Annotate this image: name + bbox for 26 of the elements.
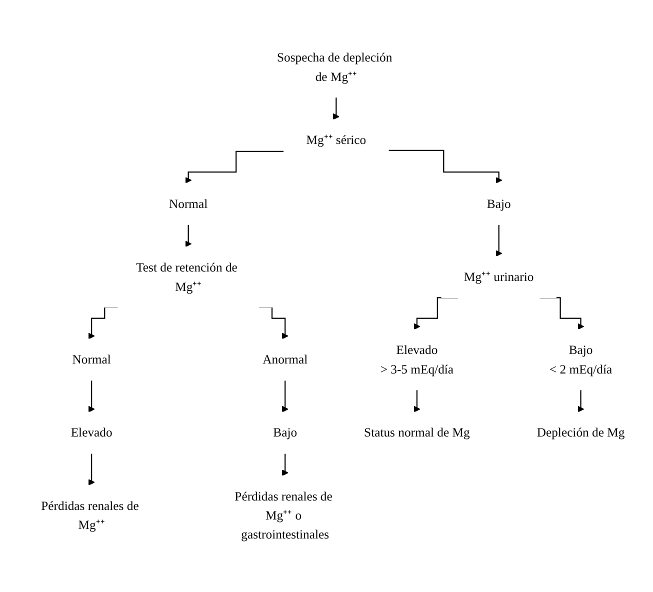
node-text: Mg⁺⁺ sérico <box>306 132 366 148</box>
node-text: Pérdidas renales de Mg⁺⁺ o gastrointestinales <box>234 489 332 542</box>
arrow <box>88 452 95 486</box>
node-text: Normal <box>72 352 111 367</box>
arrow <box>185 150 284 184</box>
arrow <box>578 389 584 412</box>
arrow <box>282 380 288 412</box>
node-text: Sospecha de depleción de Mg⁺⁺ <box>276 50 392 84</box>
arrow <box>388 150 502 184</box>
arrow <box>414 389 420 412</box>
arrow <box>496 224 502 257</box>
arrow <box>282 452 288 476</box>
node-text: Bajo <box>486 196 511 211</box>
arrow <box>88 380 95 412</box>
flowchart: Sospecha de depleción de Mg⁺⁺ Mg⁺⁺ sérico Normal Bajo Test de retención de Mg⁺⁺ Mg⁺⁺ urinario Normal Anormal Elevado > 3-5 mEq/día Bajo < 2 mEq/día Elevado Bajo Status normal de Mg Depleción de Mg Pérdidas renales de Mg⁺⁺ Pérdidas renales de Mg⁺⁺ o gastrointestinales <box>0 31 653 561</box>
node-text: Depleción de Mg <box>536 426 625 440</box>
node-text: Pérdidas renales de Mg⁺⁺ <box>41 498 139 532</box>
node-text: Anormal <box>262 352 308 367</box>
node-text: Elevado <box>70 426 112 440</box>
arrow <box>185 224 192 248</box>
node-text: Status normal de Mg <box>364 426 470 440</box>
node-text: Elevado > 3-5 mEq/día <box>380 342 454 376</box>
node-text: Normal <box>169 196 208 211</box>
node-text: Bajo <box>273 426 298 440</box>
node-text: Bajo < 2 mEq/día <box>549 342 612 376</box>
arrow <box>332 96 340 120</box>
